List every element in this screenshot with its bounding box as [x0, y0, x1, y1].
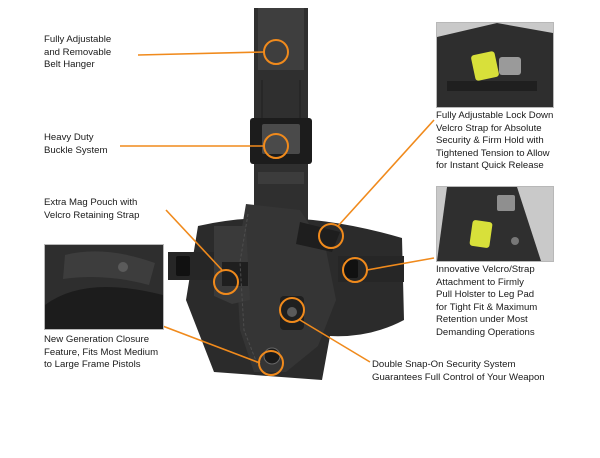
buckle-clip [262, 124, 300, 154]
callout-buckle-system: Heavy Duty Buckle System [44, 132, 108, 156]
velcro-strap-closeup-photo [437, 23, 553, 107]
marker-lock-strap [318, 223, 344, 249]
inset-photo-velcro [436, 22, 554, 108]
callout-snap-on: Double Snap-On Security System Guarantee… [372, 359, 545, 383]
lock-down-strap [296, 222, 340, 252]
leg-strap-left-buckle [176, 256, 190, 276]
strap-texture-band [258, 172, 304, 184]
leg-strap-right-buckle [344, 260, 358, 278]
snap-button [287, 307, 297, 317]
callout-closure: New Generation Closure Feature, Fits Mos… [44, 334, 159, 371]
callout-mag-pouch: Extra Mag Pouch with Velcro Retaining St… [44, 197, 140, 221]
belt-hanger-fold [258, 8, 304, 70]
inset-photo-attachment [436, 186, 554, 262]
strap-continue [254, 164, 308, 212]
callout-belt-hanger: Fully Adjustable and Removable Belt Hang… [44, 34, 112, 71]
marker-mag-pouch [213, 269, 239, 295]
marker-snap [279, 297, 305, 323]
inset-photo-closure [44, 244, 164, 330]
closure-closeup-photo [45, 245, 163, 329]
callout-lines [120, 51, 435, 364]
callout-leg-attachment: Innovative Velcro/Strap Attachment to Fi… [436, 264, 538, 338]
strap-attachment-closeup-photo [437, 187, 553, 261]
callout-lock-strap: Fully Adjustable Lock Down Velcro Strap … [436, 110, 554, 172]
holster-stitching [239, 213, 259, 367]
